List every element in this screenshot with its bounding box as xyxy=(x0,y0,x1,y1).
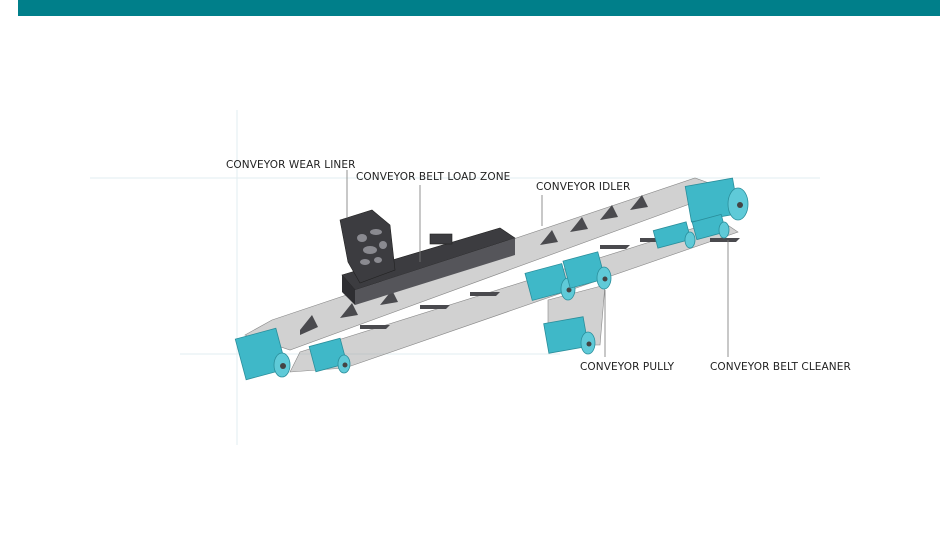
takeup-pulley xyxy=(543,316,596,355)
label-wear-liner: CONVEYOR WEAR LINER xyxy=(226,159,355,171)
return-belt xyxy=(289,219,739,373)
label-pulley: CONVEYOR PULLY xyxy=(580,361,675,373)
label-belt-cleaner: CONVEYOR BELT CLEANER xyxy=(710,361,851,373)
label-idler: CONVEYOR IDLER xyxy=(536,181,630,193)
carrying-belt xyxy=(244,177,729,351)
snub-pulley-left xyxy=(308,337,351,374)
idlers xyxy=(300,195,740,335)
header-bar xyxy=(18,0,940,16)
wear-liner-rocks xyxy=(357,229,387,265)
label-load-zone: CONVEYOR BELT LOAD ZONE xyxy=(356,171,510,183)
load-zone-top xyxy=(429,233,453,245)
head-pulley-left xyxy=(234,327,291,381)
return-pulley-1 xyxy=(652,221,696,249)
leader-lines xyxy=(346,170,729,357)
pulleys xyxy=(234,177,749,381)
tail-pulley-right xyxy=(684,177,749,223)
bend-pulley-2 xyxy=(562,251,612,290)
load-zone-side xyxy=(355,238,515,305)
return-pulley-2 xyxy=(691,213,730,241)
